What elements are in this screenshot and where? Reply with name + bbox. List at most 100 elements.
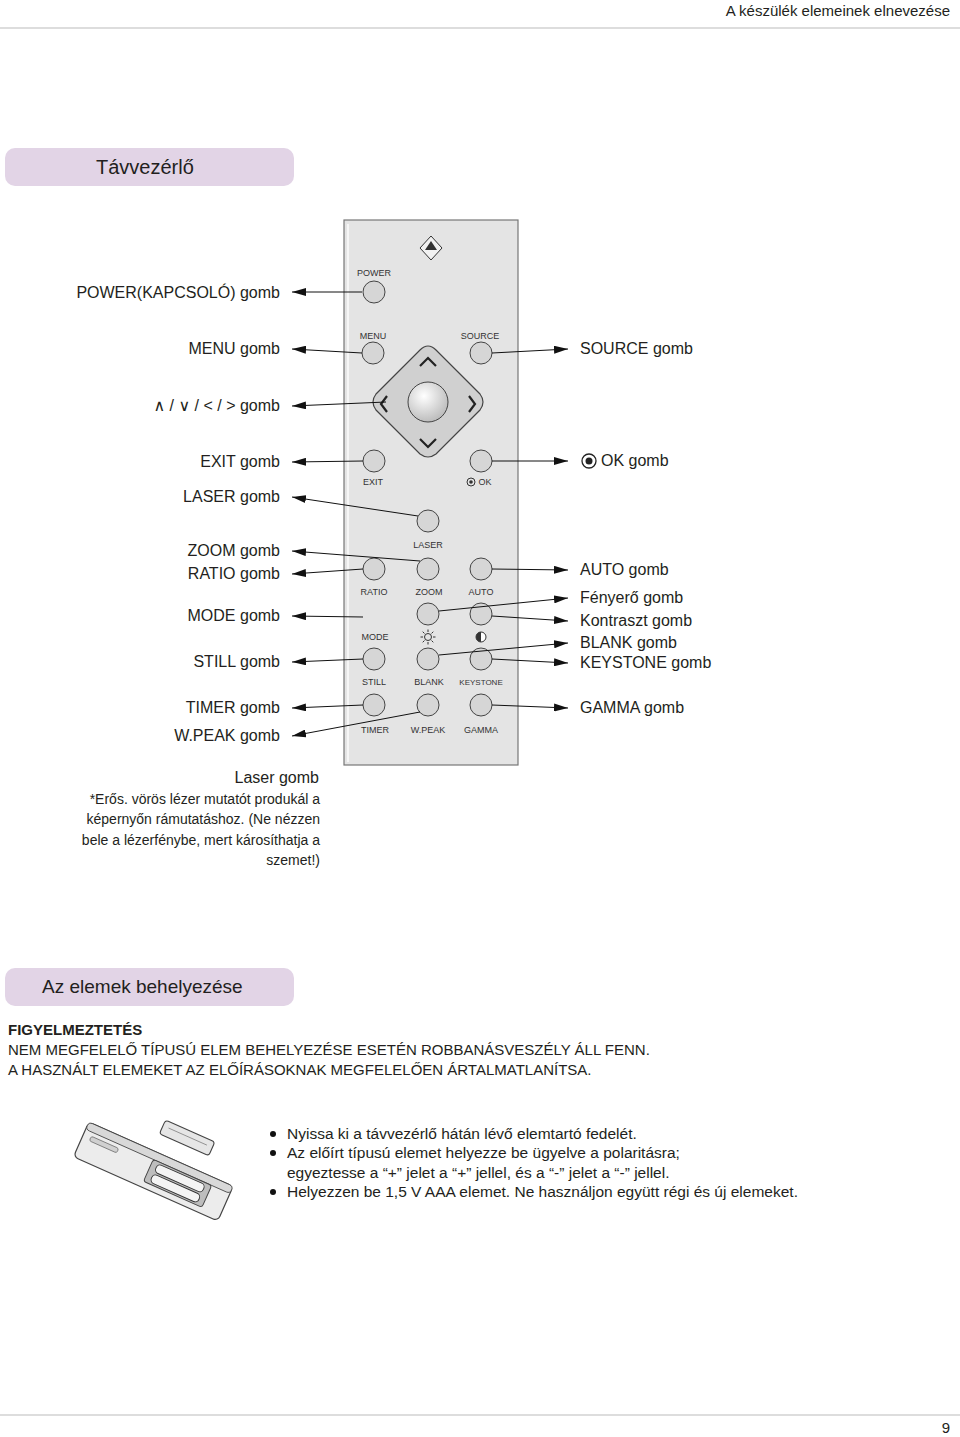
direction-arrow bbox=[420, 439, 436, 447]
remote-button bbox=[417, 558, 439, 580]
button-label: OK bbox=[478, 477, 491, 488]
direction-pad bbox=[373, 346, 483, 457]
button-label: LASER bbox=[413, 540, 443, 551]
bullet-dot bbox=[270, 1150, 276, 1156]
remote-button bbox=[363, 648, 385, 670]
callout-label: TIMER gomb bbox=[186, 698, 280, 717]
brightness-ray bbox=[432, 632, 434, 634]
remote-back bbox=[73, 1122, 233, 1221]
brightness-ray bbox=[433, 637, 436, 638]
leader-line bbox=[292, 712, 420, 736]
leader-line bbox=[492, 659, 568, 663]
leader-line bbox=[292, 705, 363, 708]
remote-control bbox=[344, 220, 518, 765]
leader-line bbox=[492, 705, 568, 708]
callout-label: GAMMA gomb bbox=[580, 698, 684, 717]
button-label: GAMMA bbox=[464, 725, 498, 736]
leader-line bbox=[439, 643, 568, 655]
header-rule bbox=[0, 28, 960, 29]
instruction-text: Helyezzen be 1,5 V AAA elemet. Ne haszná… bbox=[287, 1183, 798, 1202]
leader-line bbox=[292, 402, 386, 406]
callout-label: LASER gomb bbox=[183, 487, 280, 506]
direction-arrow bbox=[381, 396, 387, 412]
note-heading: Laser gomb bbox=[235, 768, 320, 787]
callout-label: BLANK gomb bbox=[580, 633, 677, 652]
button-label: KEYSTONE bbox=[459, 678, 502, 688]
callout-label: MENU gomb bbox=[188, 339, 280, 358]
remote-button bbox=[417, 510, 439, 532]
laser-symbol bbox=[425, 241, 437, 250]
ok-symbol-dot bbox=[586, 458, 593, 465]
warning-text: A HASZNÁLT ELEMEKET AZ ELŐÍRÁSOKNAK MEGF… bbox=[8, 1061, 592, 1079]
ok-symbol bbox=[467, 478, 475, 486]
button-label: AUTO bbox=[469, 587, 494, 598]
page-number: 9 bbox=[942, 1419, 950, 1437]
instruction-text: Nyissa ki a távvezérlő hátán lévő elemta… bbox=[287, 1125, 637, 1144]
button-label: MODE bbox=[362, 632, 389, 643]
note-text: *Erős. vörös lézer mutatót produkál a ké… bbox=[70, 789, 320, 870]
button-label: W.PEAK bbox=[411, 725, 446, 736]
button-label: TIMER bbox=[361, 725, 389, 736]
leader-line bbox=[292, 659, 363, 662]
button-label: BLANK bbox=[414, 677, 444, 688]
battery-compartment bbox=[143, 1159, 211, 1207]
section-band: Távvezérlő bbox=[5, 148, 294, 186]
button-label: ZOOM bbox=[416, 587, 443, 598]
leader-line bbox=[292, 349, 362, 353]
leader-line bbox=[292, 551, 420, 561]
remote-detail bbox=[89, 1136, 118, 1153]
remote-button bbox=[470, 450, 492, 472]
center-button bbox=[408, 382, 448, 422]
callout-label: STILL gomb bbox=[193, 652, 280, 671]
brightness-ray bbox=[432, 641, 434, 643]
running-header: A készülék elemeinek elnevezése bbox=[726, 2, 950, 20]
button-label: MENU bbox=[360, 331, 387, 342]
lid bbox=[159, 1120, 214, 1156]
leader-line bbox=[492, 569, 568, 570]
remote-button bbox=[470, 342, 492, 364]
contrast-half bbox=[476, 632, 481, 642]
laser-window bbox=[420, 236, 442, 260]
brightness-icon bbox=[425, 634, 432, 641]
direction-arrow bbox=[469, 396, 475, 412]
leader-line bbox=[292, 616, 363, 617]
remote-button bbox=[470, 694, 492, 716]
remote-button bbox=[363, 558, 385, 580]
callout-label: AUTO gomb bbox=[580, 560, 669, 579]
button-label: RATIO bbox=[361, 587, 388, 598]
callout-label: ∧ / ∨ / < / > gomb bbox=[153, 396, 280, 415]
brightness-ray bbox=[428, 630, 429, 633]
leader-line bbox=[492, 349, 568, 353]
bullet-dot bbox=[270, 1189, 276, 1195]
contrast-icon bbox=[476, 632, 486, 642]
remote-button bbox=[417, 603, 439, 625]
battery-illustration bbox=[73, 1122, 233, 1221]
callout-label: SOURCE gomb bbox=[580, 339, 693, 358]
battery bbox=[150, 1174, 201, 1203]
direction-arrow bbox=[420, 358, 436, 366]
callout-label: MODE gomb bbox=[188, 606, 280, 625]
callout-label: W.PEAK gomb bbox=[174, 726, 280, 745]
button-label: SOURCE bbox=[461, 331, 500, 342]
brightness-ray bbox=[421, 637, 424, 638]
lid-groove bbox=[169, 1128, 207, 1145]
brightness-ray bbox=[428, 642, 429, 645]
callout-label: EXIT gomb bbox=[200, 452, 280, 471]
leader-line bbox=[492, 461, 568, 462]
warning-heading: FIGYELMEZTETÉS bbox=[8, 1021, 142, 1039]
remote-highlight bbox=[347, 224, 349, 762]
button-label: POWER bbox=[357, 268, 391, 279]
callout-label: OK gomb bbox=[601, 451, 669, 470]
instruction-text: Az előírt típusú elemet helyezze be ügye… bbox=[287, 1143, 727, 1183]
leader-line bbox=[292, 569, 363, 574]
remote-button bbox=[362, 342, 384, 364]
button-label: EXIT bbox=[363, 477, 383, 488]
leader-line bbox=[439, 598, 568, 611]
callout-label: KEYSTONE gomb bbox=[580, 653, 711, 672]
brightness-ray bbox=[423, 641, 425, 643]
ok-symbol bbox=[582, 454, 596, 468]
callout-label: ZOOM gomb bbox=[188, 541, 280, 560]
callout-label: Fényerő gomb bbox=[580, 588, 683, 607]
footer-rule bbox=[0, 1415, 960, 1416]
